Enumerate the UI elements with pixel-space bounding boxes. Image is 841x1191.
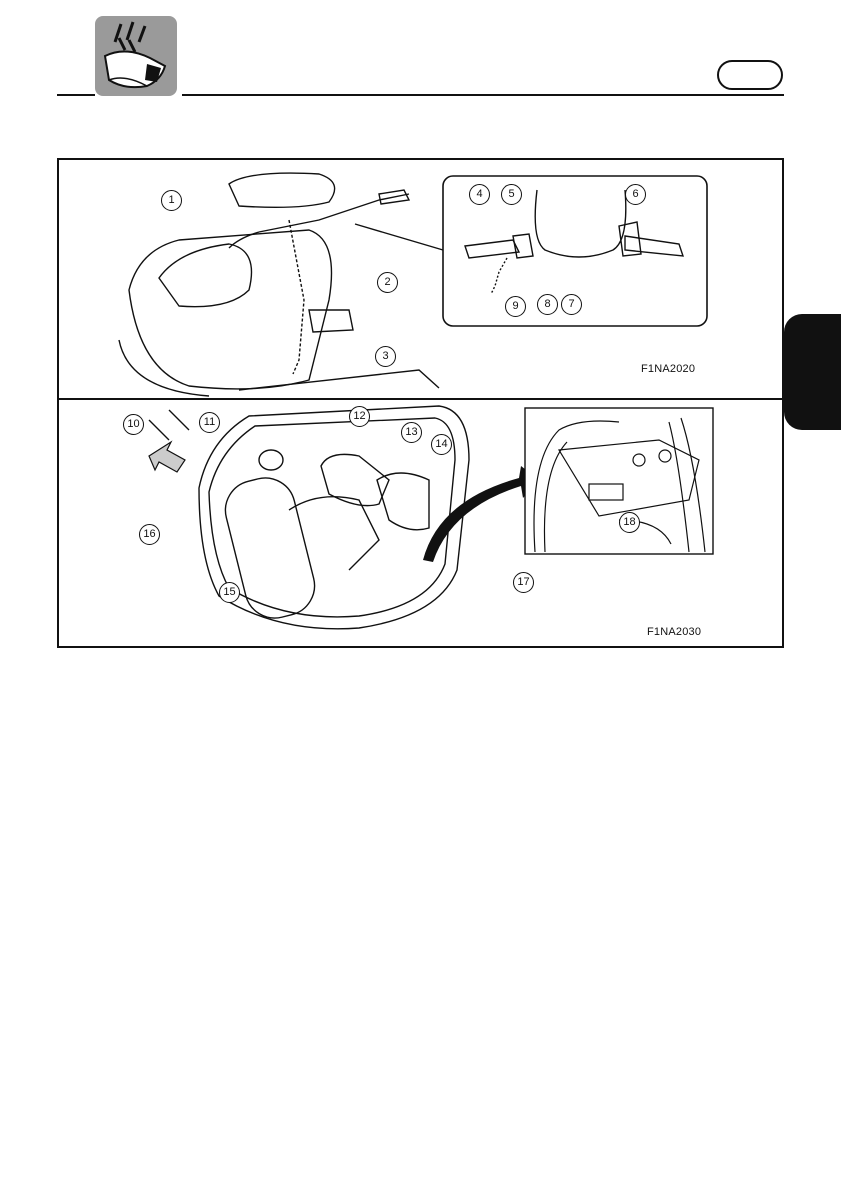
callout-5: 5 bbox=[501, 184, 522, 205]
forward-direction-arrow bbox=[149, 442, 185, 472]
bottom-panel-drawing bbox=[149, 406, 469, 629]
callout-4: 4 bbox=[469, 184, 490, 205]
callout-6: 6 bbox=[625, 184, 646, 205]
callout-9: 9 bbox=[505, 296, 526, 317]
zoom-arrow bbox=[423, 466, 539, 562]
callout-12: 12 bbox=[349, 406, 370, 427]
watercraft-chapter-icon bbox=[95, 16, 177, 96]
callout-16: 16 bbox=[139, 524, 160, 545]
callout-17: 17 bbox=[513, 572, 534, 593]
figure-divider bbox=[59, 398, 782, 400]
header-rule-right bbox=[182, 94, 784, 96]
callout-13: 13 bbox=[401, 422, 422, 443]
inset-drawing bbox=[465, 190, 683, 294]
callout-3: 3 bbox=[375, 346, 396, 367]
watercraft-illustration bbox=[59, 160, 782, 646]
language-badge bbox=[717, 60, 783, 90]
header-rule-left bbox=[57, 94, 95, 96]
callout-11: 11 bbox=[199, 412, 220, 433]
callout-14: 14 bbox=[431, 434, 452, 455]
callout-10: 10 bbox=[123, 414, 144, 435]
callout-8: 8 bbox=[537, 294, 558, 315]
callout-1: 1 bbox=[161, 190, 182, 211]
top-panel-figure-code: F1NA2020 bbox=[641, 363, 695, 375]
callout-7: 7 bbox=[561, 294, 582, 315]
bottom-panel-figure-code: F1NA2030 bbox=[647, 626, 701, 638]
callout-15: 15 bbox=[219, 582, 240, 603]
callout-18: 18 bbox=[619, 512, 640, 533]
chapter-side-tab bbox=[784, 314, 841, 430]
figure-frame: F1NA2020 F1NA2030 1 2 3 4 5 6 7 8 9 10 1… bbox=[57, 158, 784, 648]
callout-2: 2 bbox=[377, 272, 398, 293]
